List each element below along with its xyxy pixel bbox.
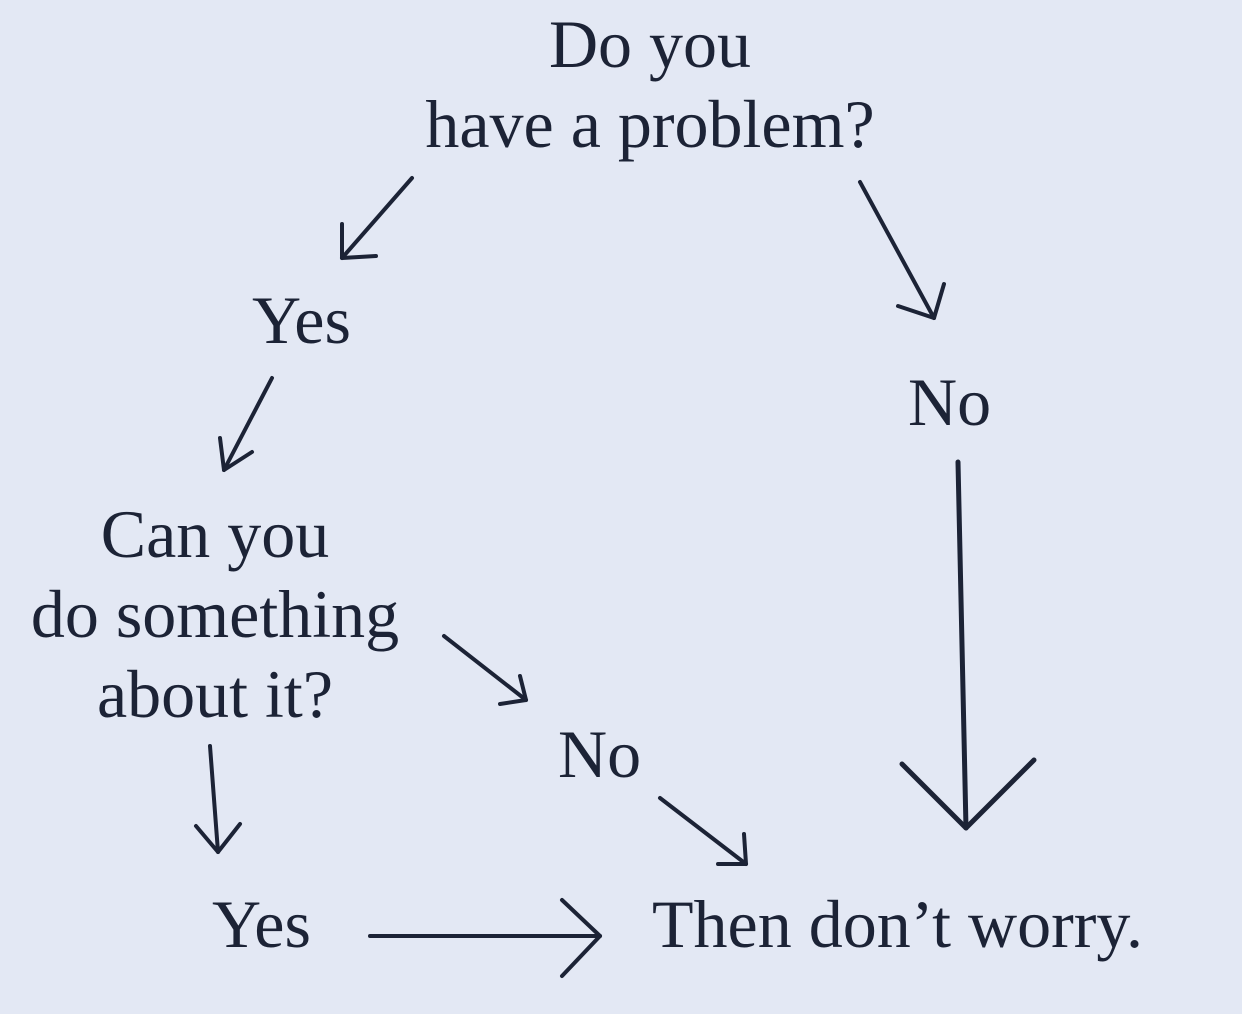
arrow-no-to-result (899, 459, 1037, 831)
question-can-do-line3: about it? (96, 656, 334, 732)
arrow-yes-to-can-you (218, 376, 274, 472)
arrow-problem-to-yes (340, 176, 414, 260)
answer-no-can-do: No (558, 716, 642, 792)
arrow-problem-to-no (858, 180, 946, 320)
question-can-do-line2: do something (30, 576, 400, 652)
arrow-can-do-to-no (442, 634, 528, 706)
question-have-problem: Do you have a problem? (360, 4, 940, 164)
result-dont-worry: Then don’t worry. (652, 886, 1144, 962)
question-have-problem-line1: Do you (548, 6, 752, 82)
answer-no-problem: No (908, 364, 992, 440)
arrow-can-do-to-yes (194, 744, 242, 854)
question-can-do-something: Can you do something about it? (0, 494, 430, 734)
answer-yes-can-do: Yes (212, 886, 311, 962)
question-have-problem-line2: have a problem? (425, 86, 875, 162)
arrow-yes2-to-result (368, 898, 602, 978)
question-can-do-line1: Can you (100, 496, 330, 572)
arrow-no2-to-result (658, 796, 748, 866)
answer-yes-problem: Yes (252, 282, 351, 358)
